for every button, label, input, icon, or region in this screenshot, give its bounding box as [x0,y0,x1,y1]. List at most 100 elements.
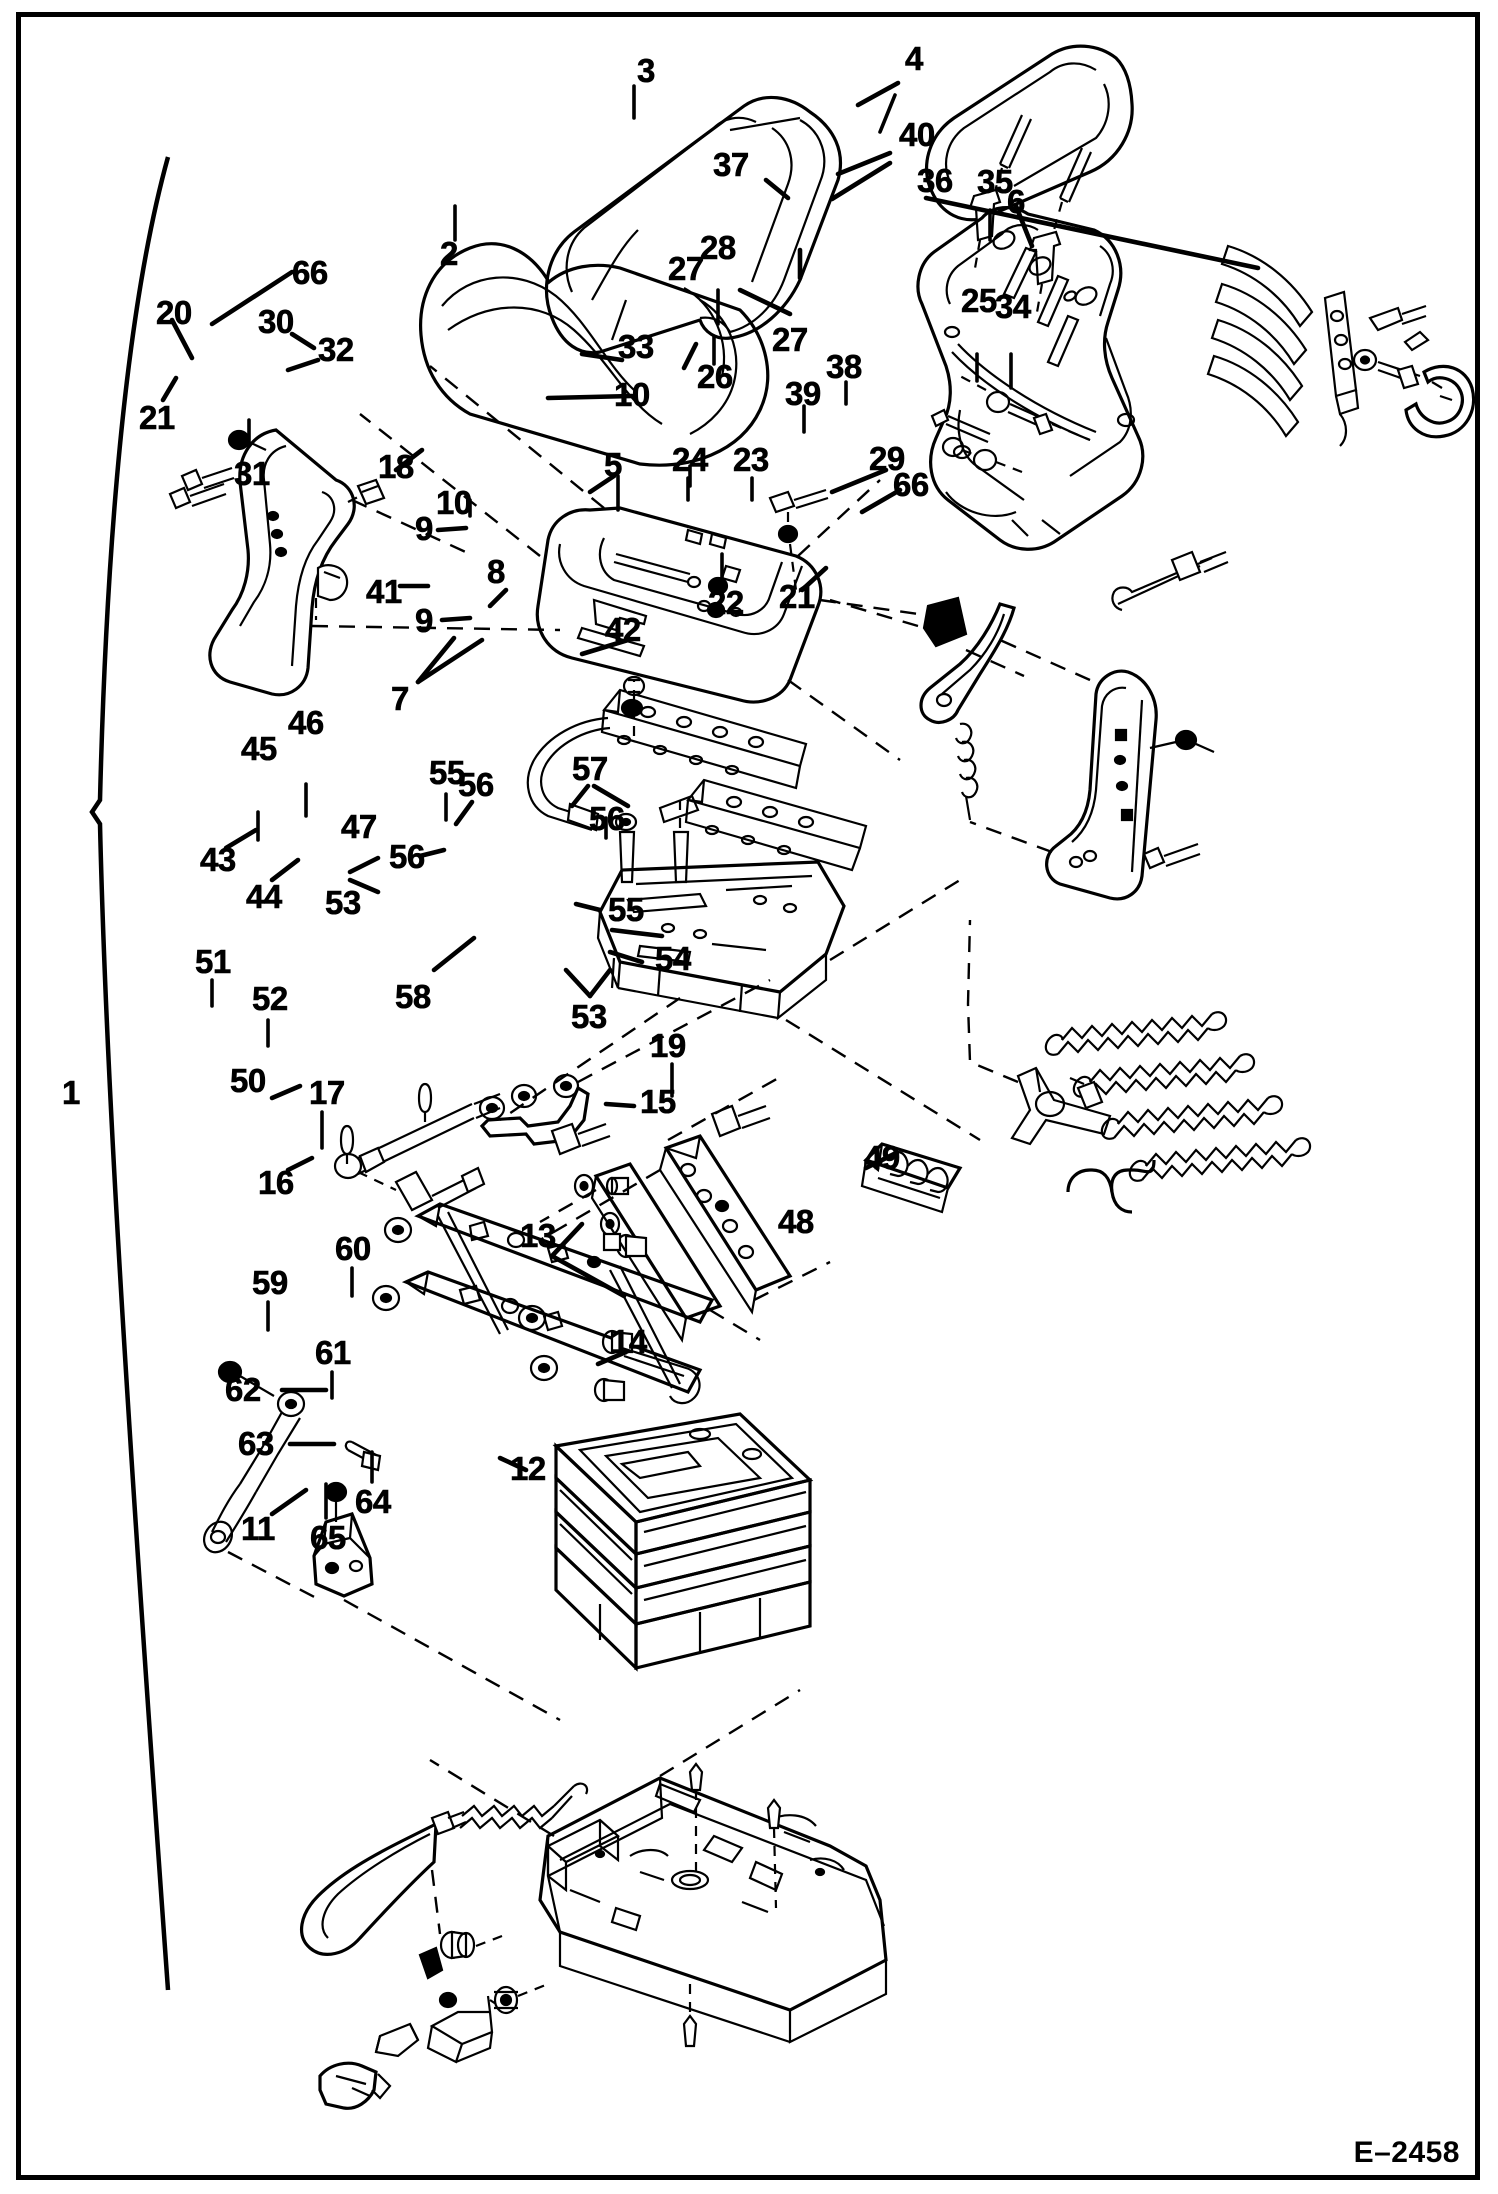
callout-45: 45 [241,730,278,767]
page-border [16,12,1480,2180]
callout-57: 57 [572,750,609,787]
callout-18: 18 [378,448,415,485]
scissor-suspension [371,1074,831,1405]
callout-35: 35 [977,163,1014,200]
callout-56a: 56 [458,766,495,803]
callout-27a: 27 [668,250,705,287]
callout-56c: 56 [589,800,626,837]
callout-55b: 55 [608,891,645,928]
callout-21a: 21 [139,399,176,436]
recliner-hardware [1352,304,1476,439]
callout-24: 24 [672,441,709,478]
callout-13: 13 [520,1217,557,1254]
callout-23: 23 [733,441,770,478]
pivot-bracket-16 [312,1481,561,1722]
callout-59: 59 [252,1264,289,1301]
callout-66a: 66 [292,254,329,291]
callout-65: 65 [310,1519,347,1556]
callout-29: 29 [869,440,906,477]
callout-33: 33 [618,328,655,365]
callout-47: 47 [341,808,378,845]
callout-5: 5 [604,446,623,483]
callout-10a: 10 [614,376,651,413]
callout-28: 28 [700,229,737,266]
callout-1: 1 [62,1074,81,1111]
callout-50: 50 [230,1062,267,1099]
diagram-id-label: E–2458 [1353,2136,1460,2169]
callout-11: 11 [241,1510,276,1547]
seat-back-frame [916,206,1145,551]
callout-15: 15 [640,1083,677,1120]
callout-64: 64 [355,1483,392,1520]
callout-44: 44 [246,878,283,915]
callout-26: 26 [697,358,734,395]
callout-2: 2 [440,235,459,272]
suspension-springs [966,919,1312,1214]
base-frame [429,1688,888,2048]
recliner-rod [1111,550,1229,612]
callout-66b: 66 [893,466,930,503]
callout-62: 62 [225,1371,262,1408]
assembly-brace [89,156,171,1991]
callout-54: 54 [655,940,692,977]
callout-7: 7 [391,680,410,717]
callout-61: 61 [315,1334,352,1371]
callout-56b: 56 [389,838,426,875]
callout-16: 16 [258,1164,295,1201]
callout-51: 51 [195,943,232,980]
callout-49: 49 [864,1139,901,1176]
callout-6: 6 [1007,183,1026,220]
callout-34: 34 [995,288,1032,325]
release-handle-group [300,1782,589,2110]
callout-27b: 27 [772,321,809,358]
back-straps [1206,244,1360,447]
callout-21b: 21 [779,578,816,615]
right-arm-bracket [969,638,1215,901]
callout-52: 52 [252,980,289,1017]
callout-31: 31 [234,455,271,492]
callout-36: 36 [917,162,954,199]
slide-rails [526,675,868,884]
left-arm-bracket [168,428,561,697]
callout-58: 58 [395,978,432,1015]
callout-8: 8 [487,553,506,590]
callout-53a: 53 [325,884,362,921]
callout-60: 60 [335,1230,372,1267]
callout-10b: 10 [436,484,473,521]
shock-absorber [202,1360,382,1602]
torsion-shaft-group [333,978,771,1212]
callout-3: 3 [637,52,656,89]
callout-9b: 9 [415,602,434,639]
callout-17: 17 [309,1074,346,1111]
mounting-plate [499,860,981,1142]
callout-46: 46 [288,704,325,741]
callout-12: 12 [510,1450,547,1487]
callout-30: 30 [258,303,295,340]
callout-38: 38 [826,348,863,385]
callout-37: 37 [713,146,750,183]
back-frame-bolts [930,375,1091,474]
seat-back-cushion [545,95,843,355]
leader-lines [160,80,1261,1520]
recline-lever-group [829,596,1025,821]
callout-63: 63 [238,1425,275,1462]
callout-19: 19 [650,1027,687,1064]
callout-41: 41 [366,573,403,610]
callout-14: 14 [611,1323,648,1360]
callout-43: 43 [200,841,237,878]
callout-48: 48 [778,1203,815,1240]
callout-42: 42 [605,611,642,648]
seat-bellows-pad [552,1412,814,1672]
callout-40: 40 [899,116,936,153]
callout-39: 39 [785,375,822,412]
callout-53b: 53 [571,998,608,1035]
callout-20: 20 [156,294,193,331]
callout-25: 25 [961,282,998,319]
callout-4: 4 [905,40,924,77]
callout-22: 22 [708,584,745,621]
headrest [924,44,1134,259]
callout-9a: 9 [415,510,434,547]
callout-32: 32 [318,331,355,368]
